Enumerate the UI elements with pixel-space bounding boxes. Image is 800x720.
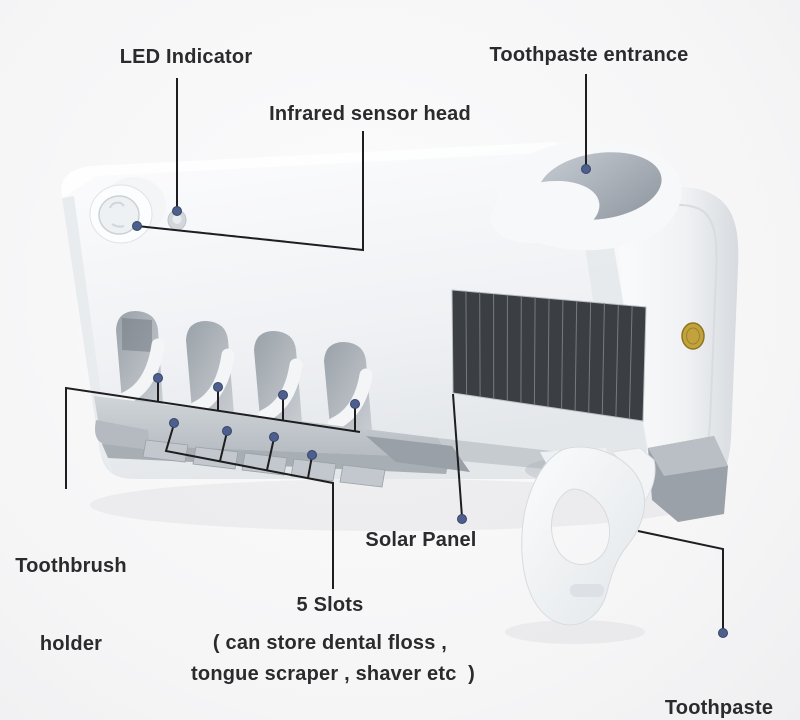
marker-solar-panel xyxy=(457,514,467,524)
marker-dots xyxy=(132,164,728,638)
gold-badge xyxy=(681,322,705,350)
arch-1-seat xyxy=(119,338,165,405)
solar-panel xyxy=(451,289,647,422)
marker-holder-1 xyxy=(153,373,163,383)
extruder-body xyxy=(521,446,646,626)
label-toothpaste-entrance: Toothpaste entrance xyxy=(489,44,689,66)
dial-inner-ring xyxy=(98,195,140,235)
marker-toothpaste-entrance xyxy=(581,164,591,174)
solar-panel-stripes xyxy=(465,290,633,420)
marker-slot-2 xyxy=(222,426,232,436)
dial-marks xyxy=(109,201,125,228)
slot-tab-4 xyxy=(290,458,337,482)
leader-lines xyxy=(65,74,724,631)
marker-holder-4 xyxy=(350,399,360,409)
marker-toothpaste-extruder xyxy=(718,628,728,638)
extruder-slot xyxy=(570,584,604,597)
marker-holder-3 xyxy=(278,390,288,400)
shelf-top xyxy=(94,396,450,458)
marker-led-indicator xyxy=(172,206,182,216)
shelf-left-foot xyxy=(95,420,150,450)
arch-1-inner-hole xyxy=(122,318,152,352)
body-top-highlight xyxy=(61,142,560,198)
leader-infrared-sensor xyxy=(136,131,364,252)
marker-slot-3 xyxy=(269,432,279,442)
marker-slot-4 xyxy=(307,450,317,460)
marker-infrared-sensor xyxy=(132,221,142,231)
slot-tab-5 xyxy=(339,464,386,488)
wall-bracket-top xyxy=(648,436,728,476)
label-led-indicator: LED Indicator xyxy=(119,46,253,68)
led-button-inner xyxy=(172,214,182,224)
funnel-front-lip xyxy=(490,180,600,244)
label-slots-title: 5 Slots xyxy=(296,594,364,616)
toothpaste-extruder-lever xyxy=(521,446,656,626)
end-cap xyxy=(618,186,739,494)
label-solar-panel: Solar Panel xyxy=(365,529,477,551)
marker-holder-2 xyxy=(213,382,223,392)
label-slots-note-line2: tongue scraper , shaver etc ) xyxy=(191,663,475,685)
label-slots-note-line1: ( can store dental floss , xyxy=(212,632,448,654)
label-toothbrush-holder: Toothbrush holder xyxy=(15,501,127,709)
label-toothpaste-extruder: Toothpaste extruder xyxy=(665,643,773,720)
leader-toothbrush-holder xyxy=(65,386,361,489)
label-toothbrush-holder-line2: holder xyxy=(39,633,103,655)
leader-solar-panel xyxy=(452,393,463,518)
bottom-shelf xyxy=(94,396,638,488)
slot-tab-3 xyxy=(241,452,288,476)
device-body-group xyxy=(61,141,739,644)
marker-slot-1 xyxy=(169,418,179,428)
label-infrared-sensor: Infrared sensor head xyxy=(269,103,471,125)
gold-badge-ring xyxy=(686,327,700,345)
label-toothpaste-extruder-line1: Toothpaste xyxy=(664,697,774,719)
label-toothbrush-holder-line1: Toothbrush xyxy=(15,555,127,577)
under-panel-wedge xyxy=(366,436,470,472)
leader-toothpaste-extruder xyxy=(637,530,724,631)
leader-5-slots xyxy=(164,423,334,589)
leader-toothbrush-holder-stubs xyxy=(157,379,356,431)
extruder-shadow xyxy=(505,620,645,644)
